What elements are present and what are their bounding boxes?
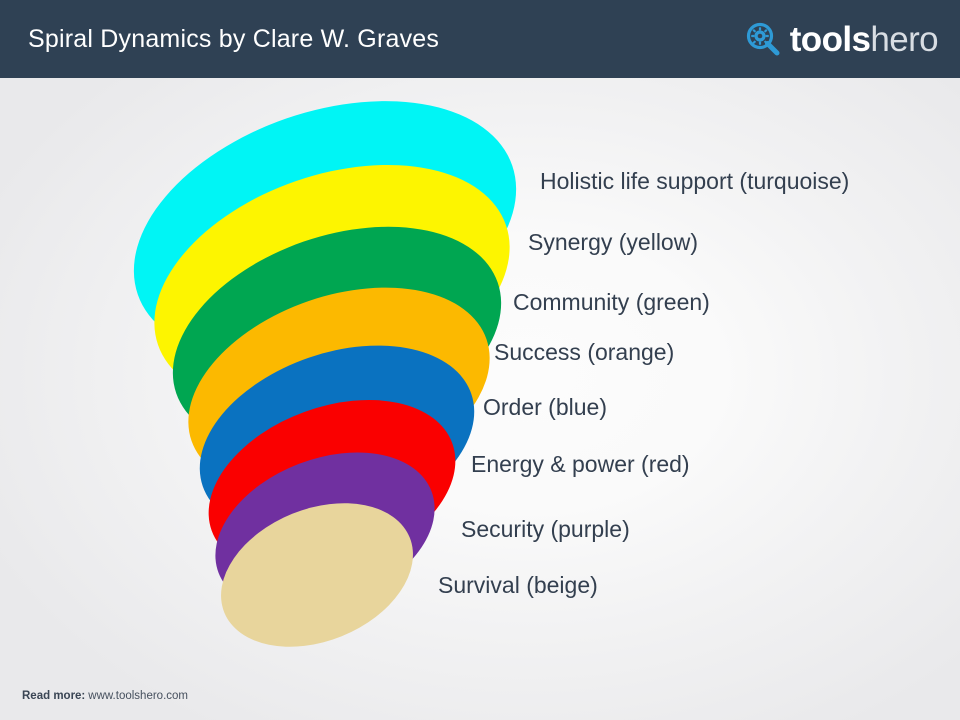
level-label-beige: Survival (beige) [438, 572, 598, 598]
magnifier-gear-icon [746, 22, 780, 56]
level-label-red: Energy & power (red) [471, 451, 690, 477]
level-label-yellow: Synergy (yellow) [528, 229, 698, 255]
funnel-ring-turquoise [133, 101, 517, 359]
funnel-ring-blue [199, 345, 475, 535]
footer: Read more:www.toolshero.com [22, 690, 188, 702]
level-label-green: Community (green) [513, 289, 710, 315]
logo-word-tools: tools [789, 19, 871, 59]
header-bar: Spiral Dynamics by Clare W. Graves [0, 0, 960, 78]
level-label-purple: Security (purple) [461, 516, 630, 542]
logo-word-hero: hero [870, 19, 938, 59]
funnel-ring-green [172, 226, 502, 450]
funnel-ring-red [208, 400, 456, 574]
funnel-ring-orange [188, 287, 490, 493]
footer-url[interactable]: www.toolshero.com [88, 690, 188, 702]
funnel-ring-beige [221, 503, 413, 647]
read-more-label: Read more: [22, 690, 86, 702]
funnel-ring-purple [215, 452, 435, 612]
level-label-blue: Order (blue) [483, 394, 607, 420]
level-label-turquoise: Holistic life support (turquoise) [540, 168, 850, 194]
level-label-orange: Success (orange) [494, 339, 675, 365]
funnel-ring-yellow [154, 164, 510, 406]
logo-wordmark: toolshero [789, 19, 939, 59]
toolshero-logo[interactable]: toolshero [745, 19, 939, 59]
page-title: Spiral Dynamics by Clare W. Graves [28, 24, 440, 53]
